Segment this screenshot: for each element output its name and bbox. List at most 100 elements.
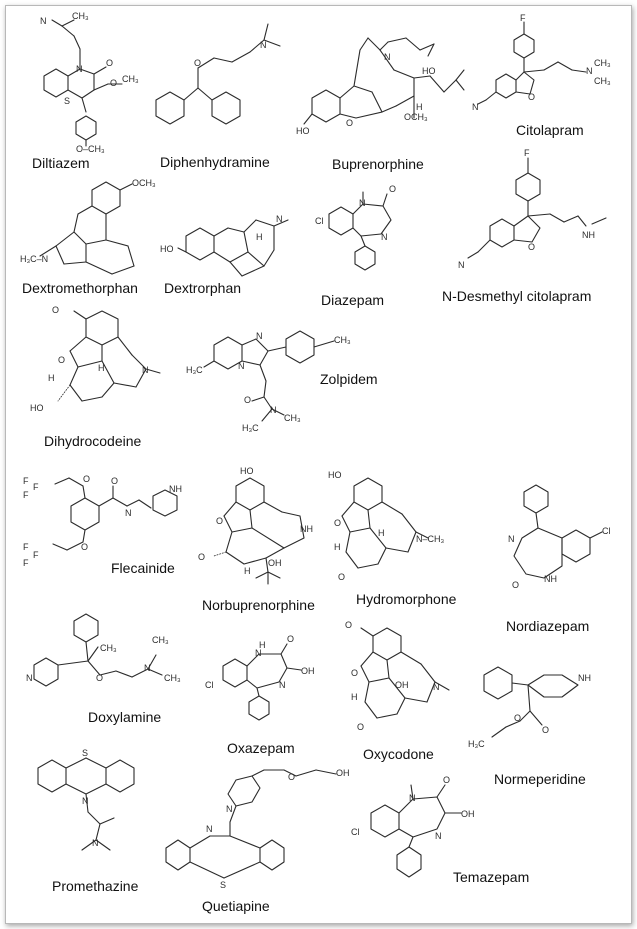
svg-text:N: N — [40, 16, 47, 26]
svg-text:CH₃: CH₃ — [152, 635, 169, 645]
promethazine-structure: SNN — [37, 748, 135, 851]
svg-text:N: N — [270, 405, 277, 415]
svg-text:N: N — [279, 680, 286, 690]
svg-text:OCH₃: OCH₃ — [132, 178, 156, 188]
label-diazepam: Diazepam — [321, 292, 385, 308]
svg-text:HO: HO — [30, 403, 44, 413]
svg-text:NH: NH — [578, 673, 591, 683]
svg-text:O: O — [244, 395, 251, 405]
svg-text:H: H — [378, 528, 385, 538]
svg-text:H₃C–N: H₃C–N — [20, 254, 48, 264]
svg-text:N: N — [384, 52, 391, 62]
svg-text:F: F — [524, 148, 530, 158]
svg-text:N: N — [92, 838, 99, 848]
svg-text:CH₃: CH₃ — [122, 74, 139, 84]
svg-text:N: N — [260, 40, 267, 50]
svg-text:H: H — [416, 102, 423, 112]
svg-text:N: N — [381, 232, 388, 242]
svg-text:HO: HO — [240, 466, 254, 476]
label-oxazepam: Oxazepam — [227, 740, 295, 756]
svg-text:O: O — [512, 580, 519, 590]
svg-text:N: N — [359, 198, 366, 208]
svg-text:F: F — [23, 542, 29, 552]
svg-text:S: S — [220, 880, 226, 890]
svg-text:N: N — [255, 648, 262, 658]
svg-text:O: O — [357, 722, 364, 732]
label-temazepam: Temazepam — [453, 869, 530, 885]
svg-text:O: O — [338, 572, 345, 582]
svg-text:O: O — [216, 516, 223, 526]
svg-text:O: O — [528, 92, 535, 102]
svg-text:O: O — [96, 673, 103, 683]
svg-text:O: O — [194, 58, 201, 68]
svg-text:N: N — [409, 793, 416, 803]
svg-text:N: N — [82, 796, 89, 806]
label-n-desmethyl-citolapram: N-Desmethyl citolapram — [442, 288, 592, 304]
label-hydromorphone: Hydromorphone — [356, 591, 457, 607]
label-dihydrocodeine: Dihydrocodeine — [44, 433, 142, 449]
label-nordiazepam: Nordiazepam — [506, 618, 590, 634]
diphenhydramine-structure: ON — [155, 23, 281, 125]
svg-text:O: O — [111, 476, 118, 486]
label-buprenorphine: Buprenorphine — [332, 156, 424, 172]
svg-text:O: O — [528, 242, 535, 252]
label-oxycodone: Oxycodone — [363, 746, 434, 762]
svg-text:N: N — [458, 260, 465, 270]
svg-text:OH: OH — [395, 680, 409, 690]
svg-text:S: S — [64, 96, 70, 106]
svg-text:F: F — [23, 490, 29, 500]
svg-text:O: O — [110, 78, 117, 88]
label-citolapram: Citolapram — [516, 122, 584, 138]
svg-text:O: O — [351, 668, 358, 678]
svg-text:O: O — [389, 184, 396, 194]
svg-text:O: O — [346, 118, 353, 128]
svg-text:Cl: Cl — [602, 526, 611, 536]
svg-text:O: O — [287, 634, 294, 644]
svg-text:NH: NH — [169, 484, 182, 494]
svg-text:O: O — [198, 552, 205, 562]
label-diphenhydramine: Diphenhydramine — [160, 154, 270, 170]
svg-text:O: O — [81, 542, 88, 552]
svg-text:O–CH₃: O–CH₃ — [76, 144, 105, 154]
svg-text:N: N — [472, 102, 479, 112]
svg-text:OH: OH — [336, 768, 350, 778]
svg-text:O: O — [334, 518, 341, 528]
svg-text:H₃C: H₃C — [242, 423, 259, 433]
svg-text:NH: NH — [582, 230, 595, 240]
svg-text:H: H — [244, 566, 251, 576]
svg-text:O: O — [443, 775, 450, 785]
label-normeperidine: Normeperidine — [494, 771, 586, 787]
svg-text:N: N — [142, 365, 149, 375]
svg-text:NH: NH — [544, 574, 557, 584]
svg-text:O: O — [83, 474, 90, 484]
label-promethazine: Promethazine — [52, 878, 139, 894]
svg-text:H: H — [256, 232, 263, 242]
svg-text:H₃C: H₃C — [186, 365, 203, 375]
label-quetiapine: Quetiapine — [202, 898, 270, 914]
svg-text:N: N — [226, 804, 233, 814]
dextromethorphan-structure: OCH₃ H₃C–N — [20, 178, 156, 275]
